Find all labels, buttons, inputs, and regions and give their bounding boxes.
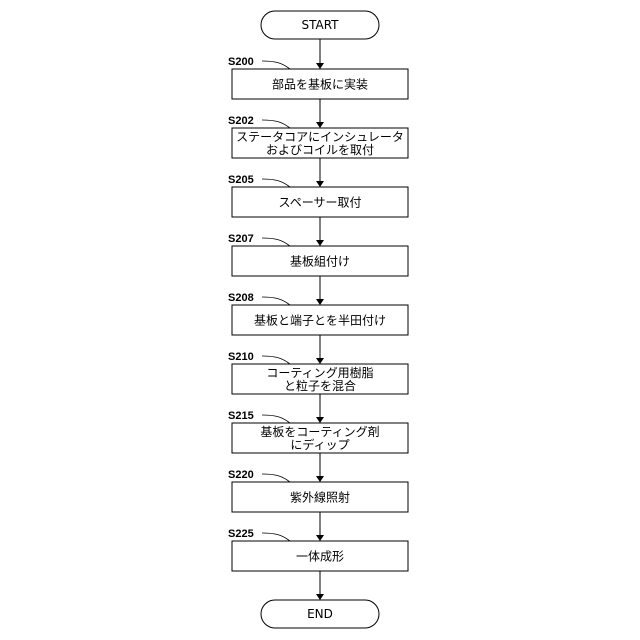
leader-s205 xyxy=(262,179,290,187)
process-text-s207: 基板組付け xyxy=(290,255,350,269)
step-id-s215: S215 xyxy=(228,410,254,422)
arrowhead-s215 xyxy=(316,476,324,482)
leader-s200 xyxy=(262,61,290,69)
steps-group: S200 部品を基板に実装 S202 ステータコアにインシュレータおよびコイルを取付 S… xyxy=(228,56,408,600)
arrowhead-s220 xyxy=(316,535,324,541)
leader-s207 xyxy=(262,238,290,246)
start-label: START xyxy=(301,18,339,32)
process-text-s210-line1: コーティング用樹脂 xyxy=(266,365,373,380)
step-id-s205: S205 xyxy=(228,174,254,186)
step-id-s200: S200 xyxy=(228,56,254,68)
process-text-s200: 部品を基板に実装 xyxy=(272,77,368,92)
step-id-s208: S208 xyxy=(228,292,254,304)
arrowhead-s205 xyxy=(316,240,324,246)
leader-s225 xyxy=(262,533,290,541)
step-id-s210: S210 xyxy=(228,351,254,363)
end-terminal: END xyxy=(261,600,379,628)
end-label: END xyxy=(307,607,333,621)
step-id-s225: S225 xyxy=(228,528,254,540)
arrowhead-s225 xyxy=(316,594,324,600)
arrowhead-s202 xyxy=(316,181,324,187)
process-text-s225: 一体成形 xyxy=(296,550,344,564)
start-terminal: START xyxy=(261,11,379,39)
leader-s210 xyxy=(262,356,290,364)
step-id-s202: S202 xyxy=(228,115,254,127)
process-text-s220: 紫外線照射 xyxy=(290,490,350,505)
process-text-s208: 基板と端子とを半田付け xyxy=(254,314,386,328)
leader-s215 xyxy=(262,415,290,423)
process-text-s215-line1: 基板をコーティング剤 xyxy=(260,424,379,439)
leader-s208 xyxy=(262,297,290,305)
step-id-s207: S207 xyxy=(228,233,254,245)
process-text-s205: スペーサー取付 xyxy=(279,196,362,210)
arrowhead-s208 xyxy=(316,358,324,364)
arrowhead-start xyxy=(316,63,324,69)
step-id-s220: S220 xyxy=(228,469,254,481)
process-text-s210-line2: と粒子を混合 xyxy=(284,378,356,393)
arrowhead-s207 xyxy=(316,299,324,305)
process-text-s215-line2: にディップ xyxy=(290,437,349,452)
process-text-s202-line1: ステータコアにインシュレータ xyxy=(236,130,404,144)
arrowhead-s200 xyxy=(316,122,324,128)
process-text-s202-line2: およびコイルを取付 xyxy=(266,143,374,157)
arrowhead-s210 xyxy=(316,417,324,423)
leader-s220 xyxy=(262,474,290,482)
leader-s202 xyxy=(262,120,290,128)
